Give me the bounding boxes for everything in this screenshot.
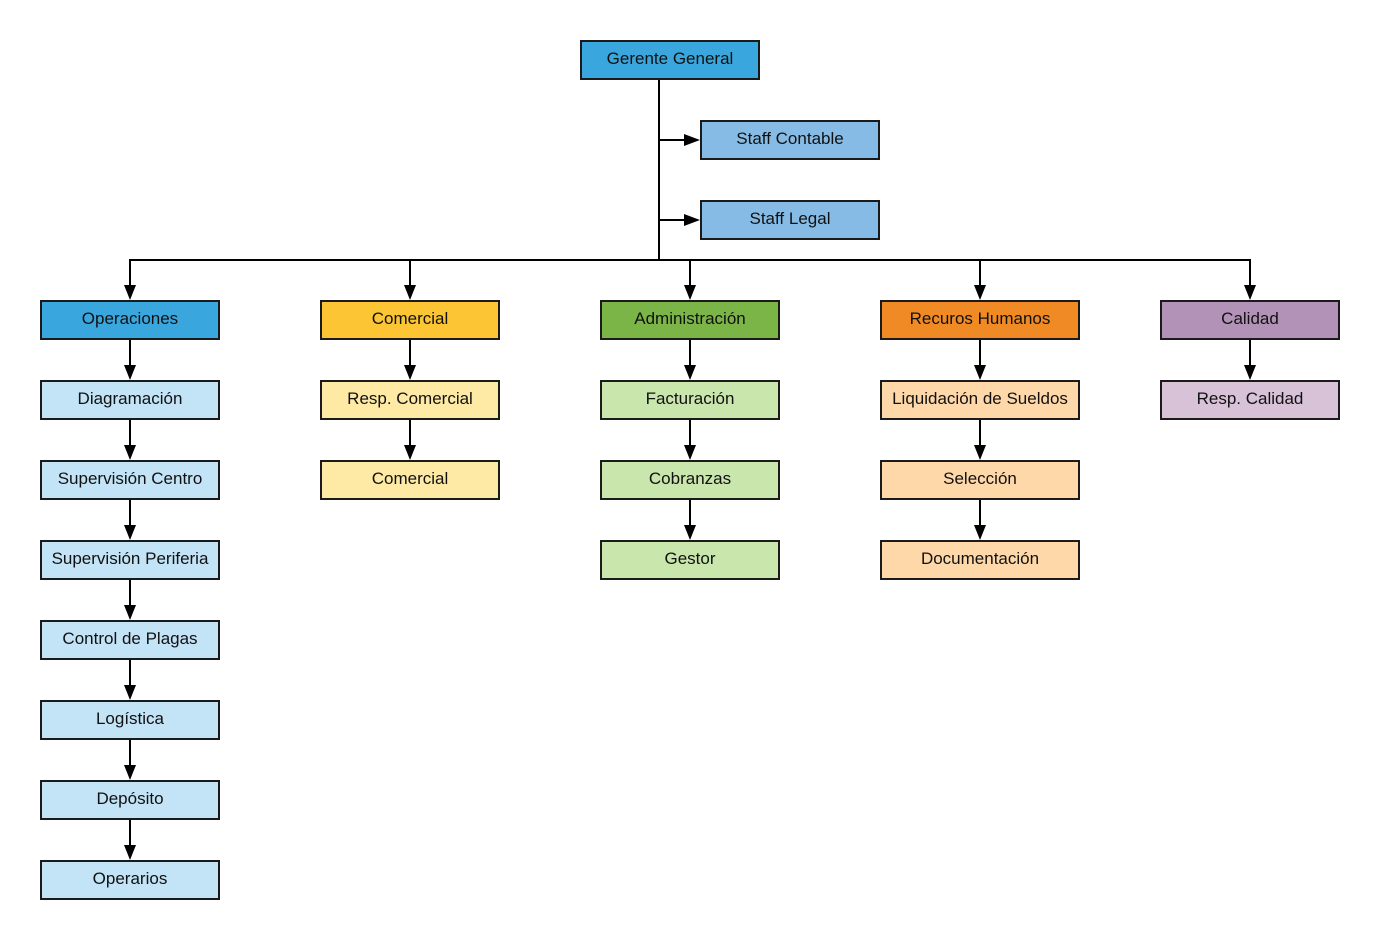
department-arrowhead	[974, 285, 986, 300]
child-node-documentacion: Documentación	[880, 540, 1080, 580]
child-node-operarios: Operarios	[40, 860, 220, 900]
child-arrowhead	[684, 445, 696, 460]
child-arrowhead	[974, 365, 986, 380]
child-node-logistica: Logística	[40, 700, 220, 740]
child-node-cobranzas: Cobranzas	[600, 460, 780, 500]
child-arrowhead	[974, 445, 986, 460]
child-node-liquidacion-de-sueldos: Liquidación de Sueldos	[880, 380, 1080, 420]
child-node-resp-comercial: Resp. Comercial	[320, 380, 500, 420]
child-node-seleccion: Selección	[880, 460, 1080, 500]
child-arrowhead	[974, 525, 986, 540]
child-arrowhead	[404, 365, 416, 380]
department-arrowhead	[404, 285, 416, 300]
child-arrowhead	[124, 845, 136, 860]
child-arrowhead	[404, 445, 416, 460]
child-arrowhead	[684, 365, 696, 380]
department-arrowhead	[684, 285, 696, 300]
child-arrowhead	[124, 445, 136, 460]
child-arrowhead	[124, 365, 136, 380]
child-arrowhead	[124, 685, 136, 700]
department-node-calidad: Calidad	[1160, 300, 1340, 340]
child-arrowhead	[1244, 365, 1256, 380]
staff-arrowhead	[684, 134, 700, 146]
child-node-supervision-periferia: Supervisión Periferia	[40, 540, 220, 580]
child-node-facturacion: Facturación	[600, 380, 780, 420]
staff-node-staff-contable: Staff Contable	[700, 120, 880, 160]
child-node-resp-calidad: Resp. Calidad	[1160, 380, 1340, 420]
child-arrowhead	[124, 765, 136, 780]
staff-arrowhead	[684, 214, 700, 226]
child-node-gestor: Gestor	[600, 540, 780, 580]
department-node-recuros-humanos: Recuros Humanos	[880, 300, 1080, 340]
child-arrowhead	[124, 605, 136, 620]
staff-node-staff-legal: Staff Legal	[700, 200, 880, 240]
child-node-comercial: Comercial	[320, 460, 500, 500]
child-node-supervision-centro: Supervisión Centro	[40, 460, 220, 500]
child-node-deposito: Depósito	[40, 780, 220, 820]
root-node-gerente-general: Gerente General	[580, 40, 760, 80]
child-node-diagramacion: Diagramación	[40, 380, 220, 420]
department-arrowhead	[1244, 285, 1256, 300]
child-node-control-de-plagas: Control de Plagas	[40, 620, 220, 660]
child-arrowhead	[124, 525, 136, 540]
department-arrowhead	[124, 285, 136, 300]
child-arrowhead	[684, 525, 696, 540]
department-node-administracion: Administración	[600, 300, 780, 340]
department-node-operaciones: Operaciones	[40, 300, 220, 340]
department-node-comercial: Comercial	[320, 300, 500, 340]
